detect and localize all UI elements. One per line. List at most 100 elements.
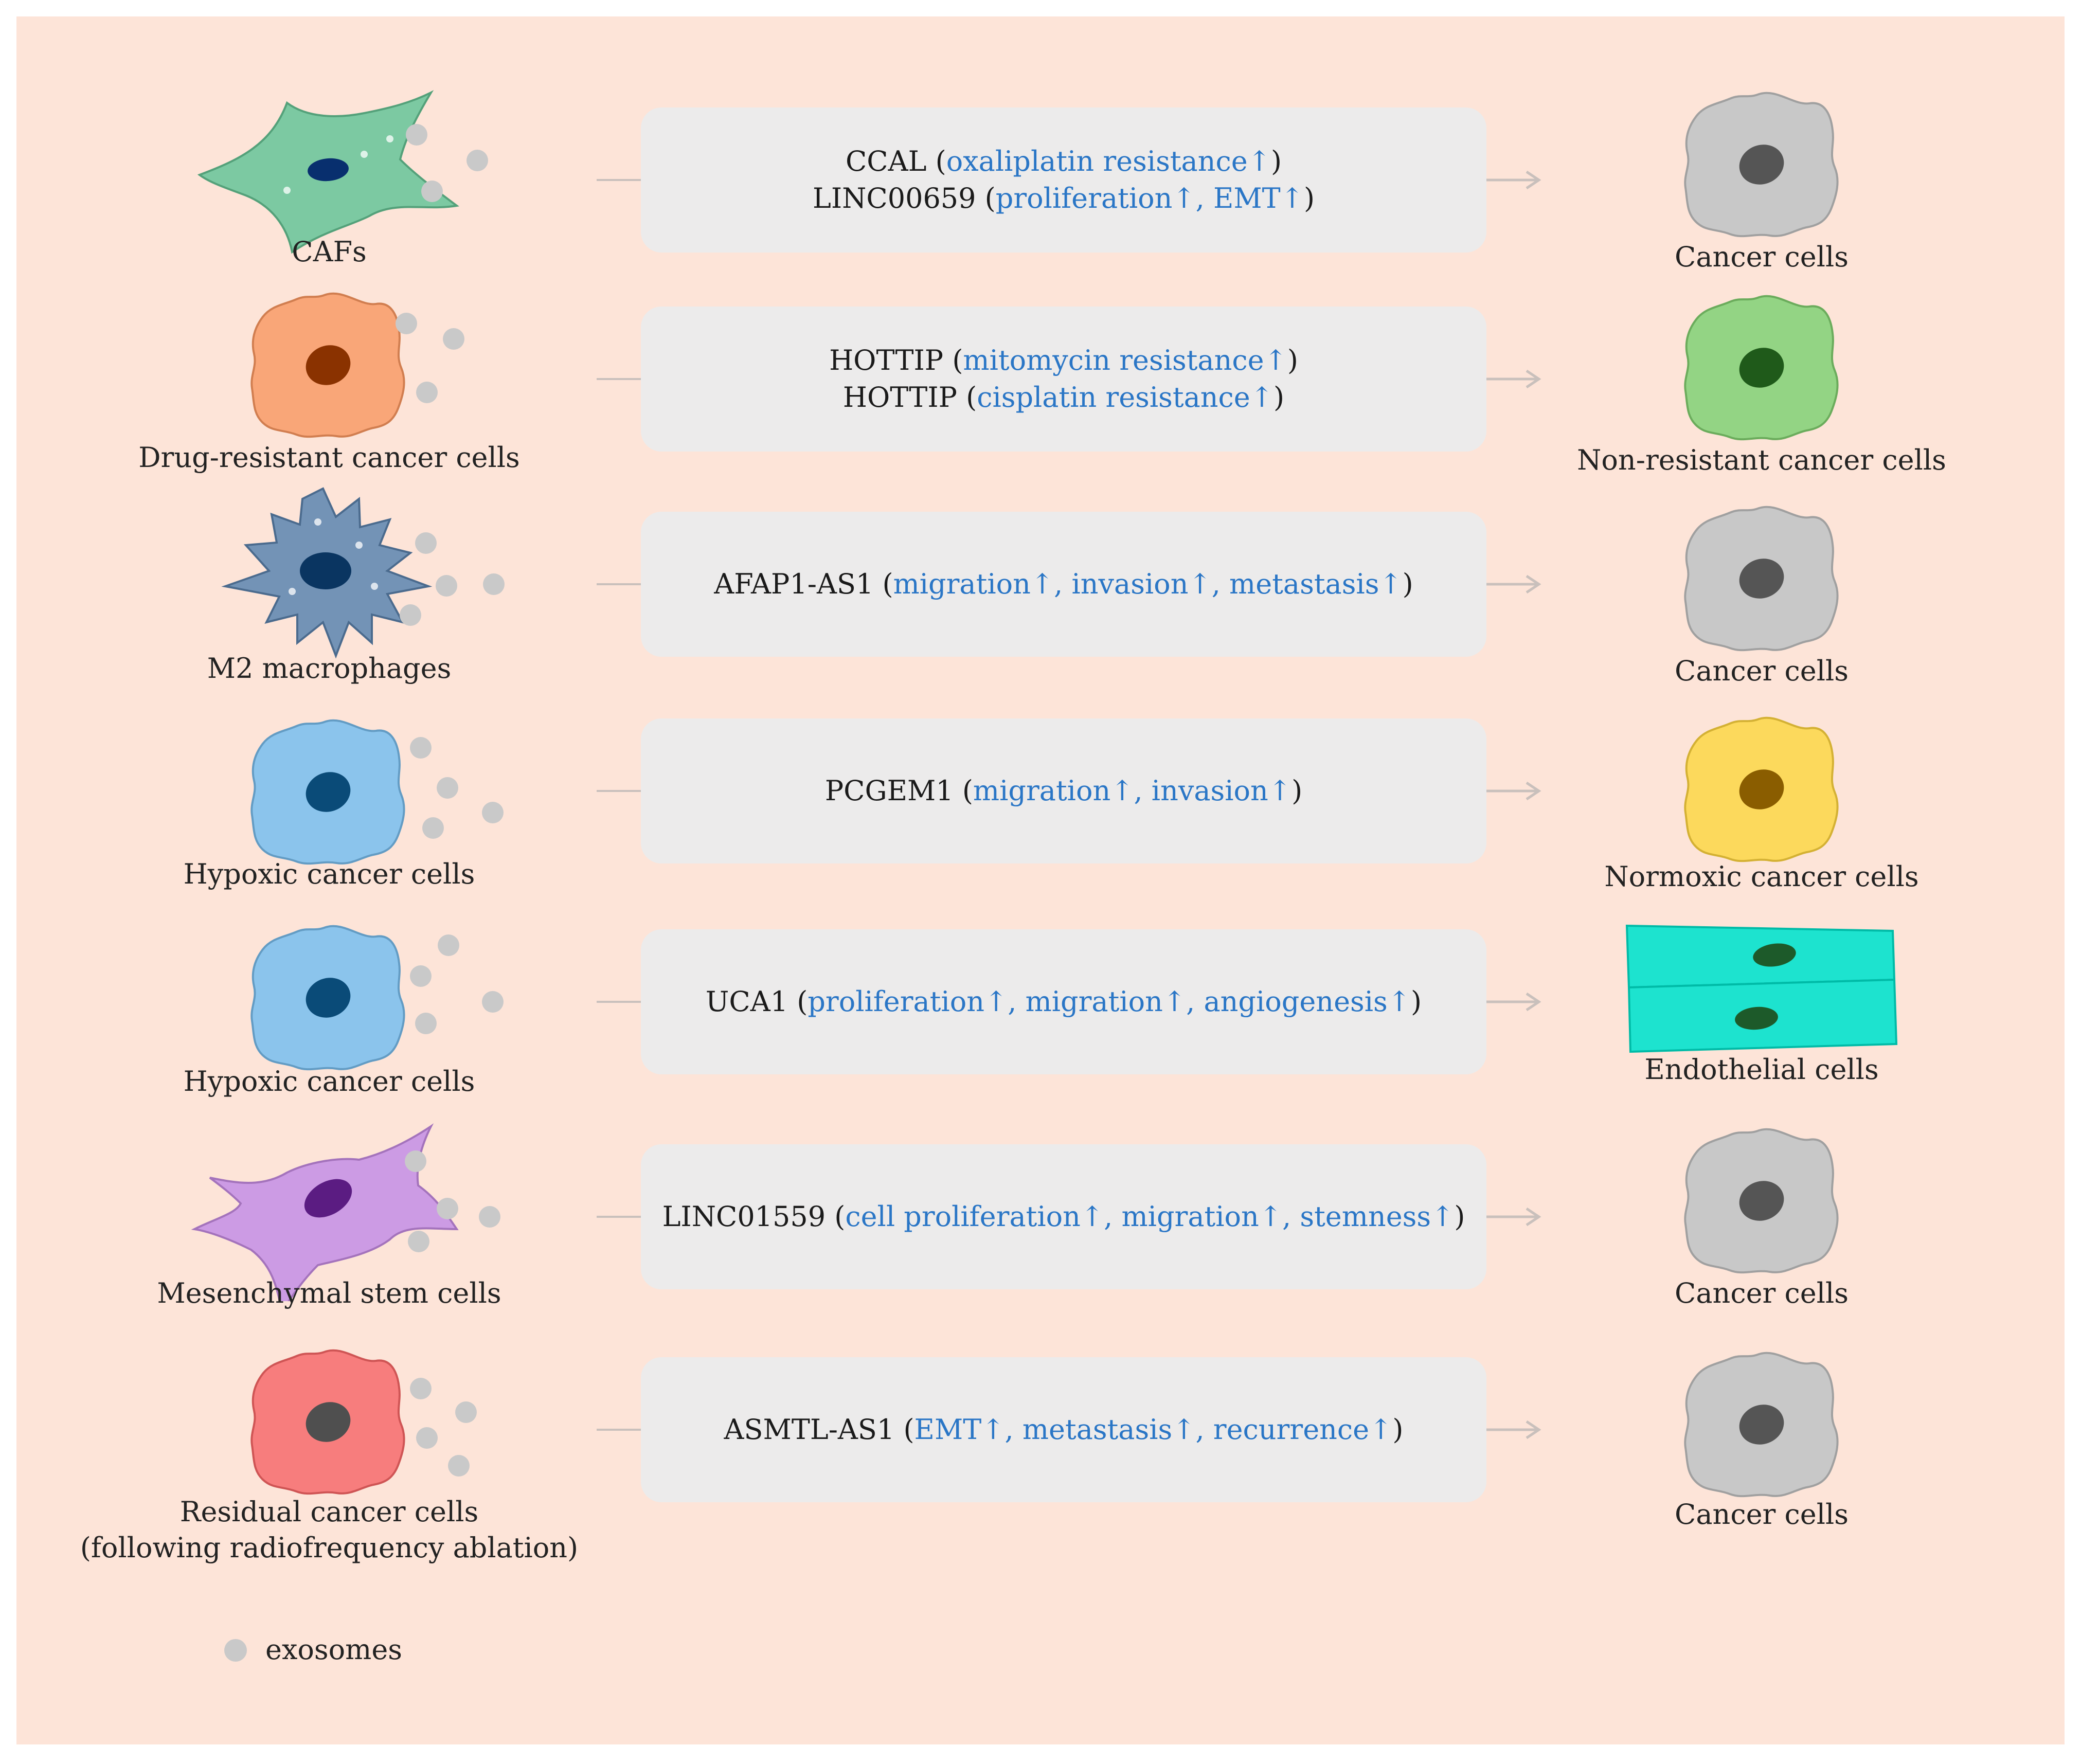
residual-cancer-cell-icon (250, 1349, 405, 1495)
arrow-right-icon (1486, 170, 1541, 190)
exosome-icon (437, 1198, 458, 1219)
exosome-icon (443, 328, 464, 350)
arrow-right-icon (1486, 369, 1541, 389)
normoxic-cell-icon (1684, 716, 1839, 862)
exosome-icon (455, 1401, 477, 1423)
drug-resistant-cell-icon (250, 292, 405, 438)
lncrna-name: LINC01559 (662, 1200, 826, 1233)
lncrna-name: HOTTIP (842, 381, 957, 413)
paren-close: ) (1410, 985, 1422, 1018)
exosome-legend-icon (224, 1639, 247, 1662)
exosome-icon (482, 802, 504, 823)
source-cell-label: CAFs (292, 236, 367, 268)
exosome-icon (467, 150, 488, 171)
arrow-right-icon (1486, 992, 1541, 1012)
lncrna-effects: mitomycin resistance↑ (963, 344, 1287, 376)
exosome-icon (410, 737, 432, 759)
paren-close: ) (1287, 344, 1298, 376)
connector-line (597, 1216, 641, 1218)
exosome-icon (416, 1427, 438, 1449)
lncrna-line: HOTTIP (mitomycin resistance↑) (829, 342, 1298, 379)
lncrna-line: AFAP1-AS1 (migration↑, invasion↑, metast… (714, 566, 1413, 603)
lncrna-effects: proliferation↑, EMT↑ (995, 182, 1304, 214)
cancer-cell-icon (1684, 1128, 1839, 1274)
target-cell-label: Endothelial cells (1644, 1053, 1879, 1086)
lncrna-effects: proliferation↑, migration↑, angiogenesis… (808, 985, 1411, 1018)
paren-open: ( (953, 775, 973, 807)
lncrna-line: ASMTL-AS1 (EMT↑, metastasis↑, recurrence… (724, 1411, 1404, 1448)
exosome-icon (421, 181, 443, 202)
lncrna-effects: migration↑, invasion↑ (973, 775, 1292, 807)
source-cell-label: Mesenchymal stem cells (157, 1277, 501, 1309)
lncrna-box: PCGEM1 (migration↑, invasion↑) (641, 718, 1486, 863)
arrow-right-icon (1486, 1420, 1541, 1439)
connector-line (597, 1001, 641, 1003)
lncrna-box: CCAL (oxaliplatin resistance↑)LINC00659 … (641, 107, 1486, 253)
source-cell-label: Hypoxic cancer cells (183, 858, 475, 890)
connector-line (597, 790, 641, 792)
lncrna-name: HOTTIP (829, 344, 944, 376)
connector-line (597, 1429, 641, 1431)
mesenchymal-stem-cell-icon (191, 1123, 459, 1301)
exosome-icon (410, 1378, 432, 1399)
lncrna-box: HOTTIP (mitomycin resistance↑)HOTTIP (ci… (641, 307, 1486, 452)
target-cell-label: Cancer cells (1675, 1277, 1849, 1309)
source-cell-label: M2 macrophages (207, 652, 452, 685)
lncrna-line: UCA1 (proliferation↑, migration↑, angiog… (706, 983, 1422, 1020)
exosome-icon (422, 817, 444, 839)
exosome-icon (416, 382, 438, 403)
target-cell-label: Normoxic cancer cells (1604, 860, 1919, 893)
target-cell-label: Non-resistant cancer cells (1577, 444, 1946, 476)
lncrna-box: ASMTL-AS1 (EMT↑, metastasis↑, recurrence… (641, 1357, 1486, 1502)
paren-close: ) (1303, 182, 1315, 214)
paren-open: ( (957, 381, 977, 413)
m2-macrophage-icon (221, 487, 433, 659)
exosome-icon (438, 934, 459, 956)
paren-open: ( (826, 1200, 846, 1233)
paren-close: ) (1270, 145, 1282, 177)
legend-label: exosomes (265, 1633, 403, 1666)
paren-close: ) (1273, 381, 1285, 413)
exosome-icon (400, 604, 421, 626)
lncrna-box: UCA1 (proliferation↑, migration↑, angiog… (641, 929, 1486, 1074)
lncrna-line: PCGEM1 (migration↑, invasion↑) (825, 772, 1302, 809)
paren-close: ) (1402, 568, 1413, 600)
source-cell-label: Residual cancer cells (following radiofr… (80, 1496, 579, 1564)
exosome-icon (410, 965, 432, 987)
exosome-icon (482, 991, 504, 1013)
hypoxic-cell-icon (250, 719, 405, 865)
lncrna-line: LINC01559 (cell proliferation↑, migratio… (662, 1198, 1465, 1235)
arrow-right-icon (1486, 1207, 1541, 1227)
paren-open: ( (926, 145, 946, 177)
exosome-icon (415, 532, 437, 554)
target-cell-label: Cancer cells (1675, 241, 1849, 273)
lncrna-line: HOTTIP (cisplatin resistance↑) (843, 379, 1284, 416)
lncrna-name: PCGEM1 (824, 775, 954, 807)
lncrna-box: LINC01559 (cell proliferation↑, migratio… (641, 1144, 1486, 1289)
paren-open: ( (873, 568, 893, 600)
arrow-right-icon (1486, 574, 1541, 594)
connector-line (597, 583, 641, 585)
exosome-icon (396, 313, 417, 334)
lncrna-name: AFAP1-AS1 (714, 568, 874, 600)
paren-close: ) (1392, 1413, 1404, 1446)
endothelial-cell-icon (1625, 924, 1898, 1053)
connector-line (597, 179, 641, 181)
cancer-cell-icon (1684, 1352, 1839, 1498)
source-cell-label: Drug-resistant cancer cells (138, 441, 520, 474)
exosome-icon (436, 575, 457, 597)
paren-open: ( (894, 1413, 914, 1446)
lncrna-name: CCAL (845, 145, 927, 177)
lncrna-line: LINC00659 (proliferation↑, EMT↑) (813, 180, 1315, 217)
lncrna-box: AFAP1-AS1 (migration↑, invasion↑, metast… (641, 512, 1486, 657)
paren-open: ( (943, 344, 963, 376)
paren-close: ) (1291, 775, 1303, 807)
cancer-cell-icon (1684, 506, 1839, 652)
lncrna-effects: migration↑, invasion↑, metastasis↑ (893, 568, 1403, 600)
cancer-cell-icon (1684, 92, 1839, 238)
exosome-icon (483, 573, 505, 595)
hypoxic-cell-icon (250, 925, 405, 1071)
paren-close: ) (1454, 1200, 1465, 1233)
target-cell-label: Cancer cells (1675, 655, 1849, 687)
lncrna-name: LINC00659 (812, 182, 976, 214)
